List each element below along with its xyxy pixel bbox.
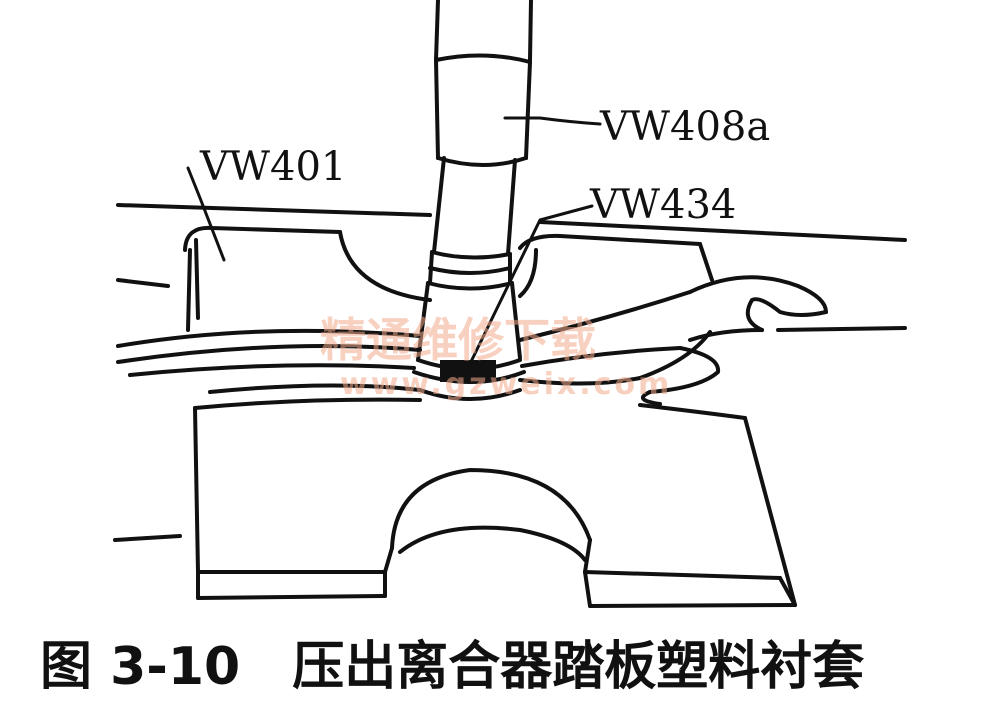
label-vw401: VW401 (199, 144, 346, 190)
clutch-pedal-lever (116, 275, 828, 406)
leader-lines (186, 116, 602, 374)
figure-title: 压出离合器踏板塑料衬套 (292, 637, 865, 697)
sleeve-vw434 (412, 358, 526, 384)
figure-number: 图 3-10 (40, 637, 241, 697)
support-plate-vw401-lower (193, 397, 797, 608)
label-vw434: VW434 (589, 182, 736, 228)
support-plate-vw401-upper (183, 225, 714, 332)
label-vw408a: VW408a (599, 104, 770, 150)
press-tool-vw408a (416, 0, 533, 362)
background-lines (113, 203, 907, 542)
figure-caption: 图 3-10 压出离合器踏板塑料衬套 (40, 632, 980, 702)
watermark-url: www.gzweix.com (340, 367, 672, 402)
watermark-text: 精通维修下载 (320, 313, 596, 367)
